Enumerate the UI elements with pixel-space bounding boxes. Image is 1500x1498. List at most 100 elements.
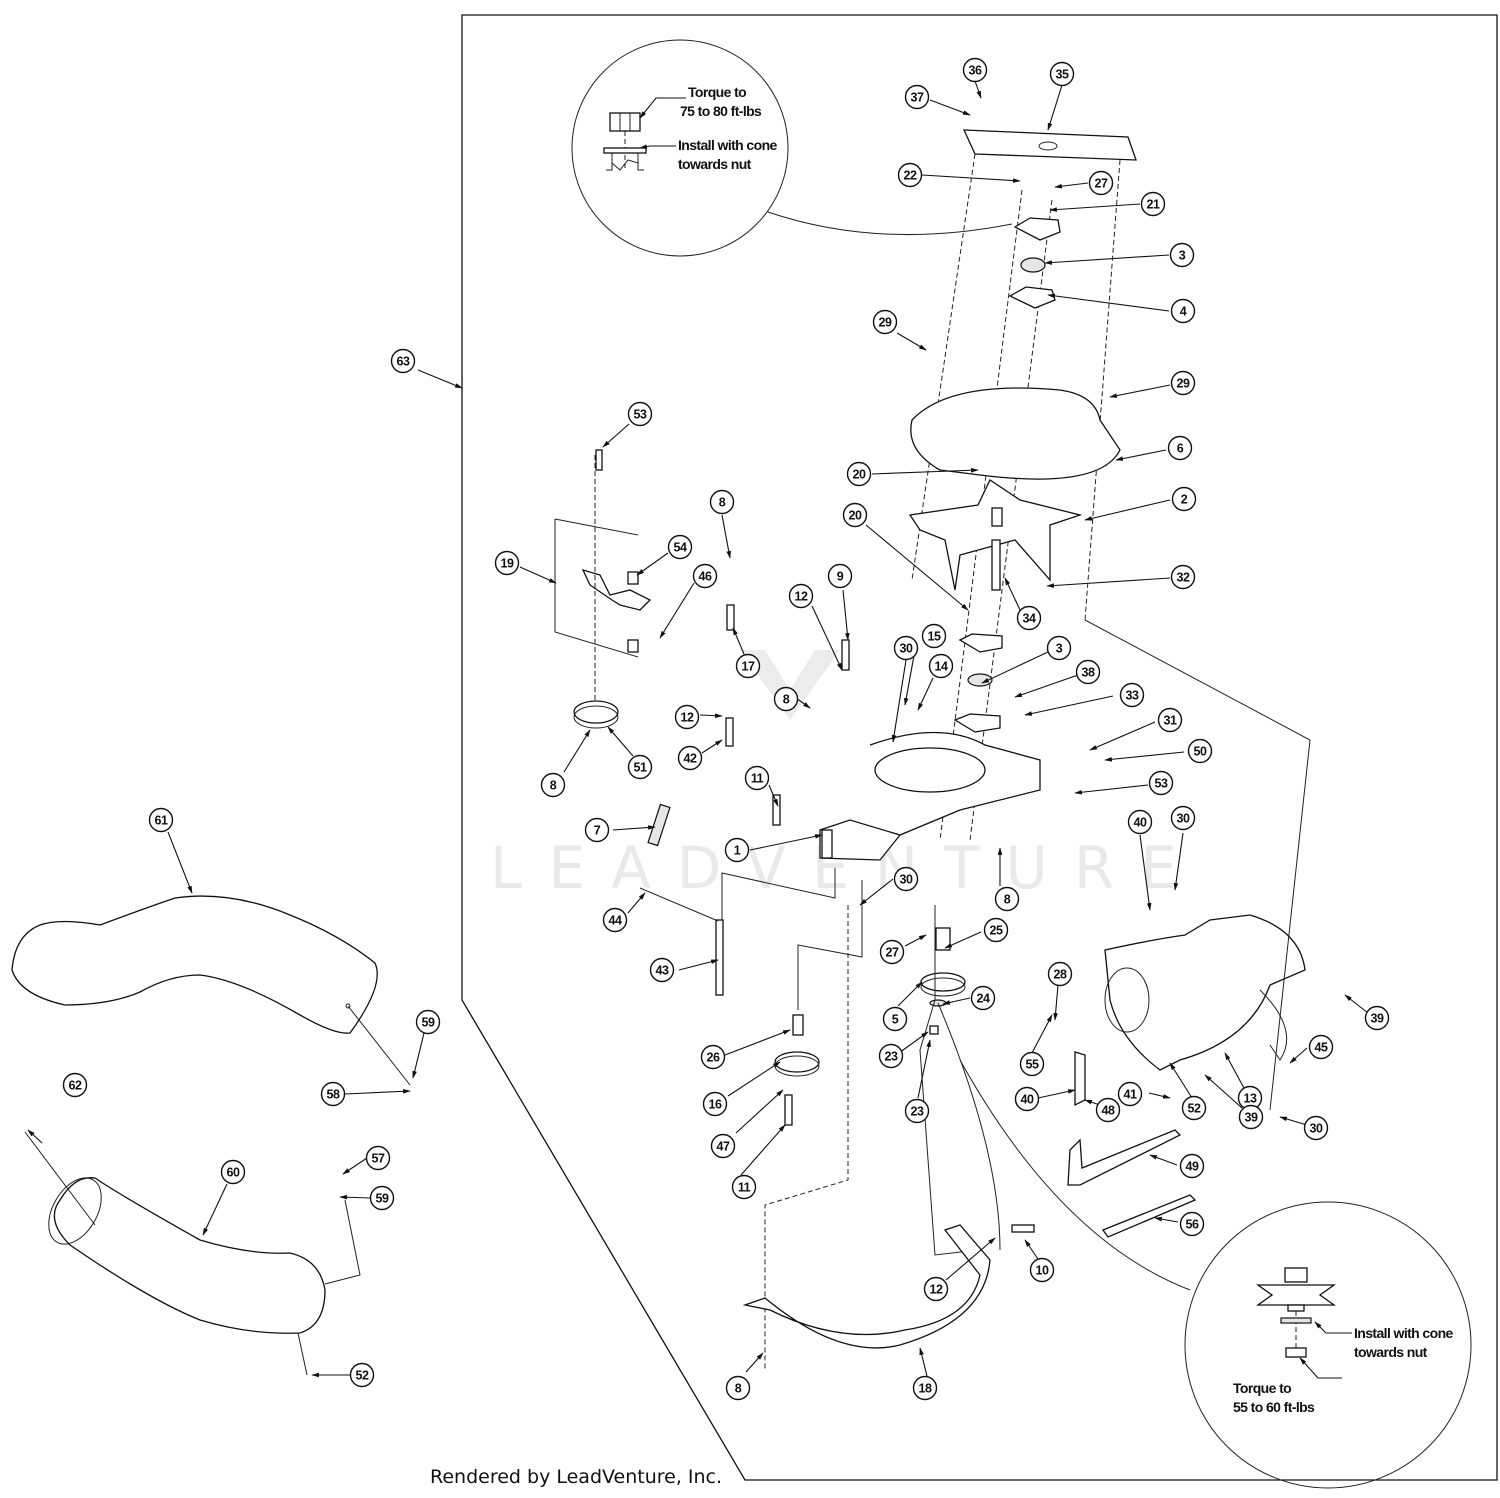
callout-1: 1 [724, 837, 750, 863]
callout-number: 8 [783, 693, 790, 707]
callout-circle [1148, 770, 1174, 796]
callout-number: 53 [634, 408, 647, 422]
callout-circle [725, 1375, 751, 1401]
callout-circle [897, 162, 923, 188]
callout-number: 53 [1155, 777, 1168, 791]
callout-circle [1046, 635, 1072, 661]
callout-number: 30 [1177, 812, 1190, 826]
callout-number: 30 [1310, 1122, 1323, 1136]
callout-number: 47 [717, 1140, 730, 1154]
callout-circle [349, 1362, 375, 1388]
callout-28: 28 [1047, 961, 1073, 987]
callout-number: 8 [735, 1382, 742, 1396]
callout-60: 60 [220, 1159, 246, 1185]
part-61-chute-deflector [11, 895, 378, 1034]
part-7-spring [647, 803, 671, 847]
callout-6: 6 [1167, 435, 1193, 461]
callout-number: 8 [719, 496, 726, 510]
callout-circle [846, 461, 872, 487]
part-1-bracket [819, 731, 1041, 861]
callout-circle [674, 704, 700, 730]
callout-circle [494, 550, 520, 576]
callout-leaders [27, 80, 1369, 1378]
callout-53: 53 [627, 401, 653, 427]
detail-circle-bottom: Install with cone towards nut Torque to … [959, 1059, 1472, 1489]
callout-19: 19 [494, 550, 520, 576]
callout-circle [970, 985, 996, 1011]
callout-circle [912, 1375, 938, 1401]
callout-7: 7 [584, 817, 610, 843]
callout-3: 3 [1046, 635, 1072, 661]
callout-circle [1019, 1051, 1045, 1077]
callout-number: 22 [904, 169, 917, 183]
part-13-chute [1104, 914, 1306, 1071]
part-16-pulley [774, 1051, 820, 1073]
callout-number: 31 [1164, 714, 1177, 728]
callout-27: 27 [1088, 170, 1114, 196]
callout-circle [735, 653, 761, 679]
callout-number: 27 [886, 946, 899, 960]
top-torque-line1: Torque to [688, 84, 746, 100]
callout-number: 11 [738, 1181, 751, 1195]
callout-29: 29 [1170, 370, 1196, 396]
callout-circle [602, 907, 628, 933]
callout-44: 44 [602, 907, 628, 933]
callout-59: 59 [369, 1185, 395, 1211]
callout-number: 33 [1126, 689, 1139, 703]
callout-10: 10 [1029, 1257, 1055, 1283]
callout-circle [1364, 1005, 1390, 1031]
callout-circle [1179, 1153, 1205, 1179]
callout-circle [773, 686, 799, 712]
callout-circle [667, 534, 693, 560]
callout-number: 29 [1177, 377, 1190, 391]
callout-46: 46 [692, 563, 718, 589]
callout-circle [702, 1091, 728, 1117]
bottom-torque-line1: Torque to [1233, 1380, 1291, 1396]
callout-8: 8 [709, 489, 735, 515]
callout-circle [1181, 1095, 1207, 1121]
callout-circle [1308, 1034, 1334, 1060]
callout-number: 39 [1245, 1111, 1258, 1125]
part-48-bracket [1074, 1051, 1086, 1107]
callout-circle [893, 866, 919, 892]
top-install-line2: towards nut [678, 156, 752, 172]
callout-24: 24 [970, 985, 996, 1011]
callout-circle [1170, 298, 1196, 324]
callout-number: 15 [928, 630, 941, 644]
callout-number: 17 [742, 660, 755, 674]
callout-circle [649, 957, 675, 983]
callout-circle [540, 772, 566, 798]
callout-30: 30 [1170, 805, 1196, 831]
callout-number: 62 [69, 1079, 82, 1093]
callout-circle [1095, 1097, 1121, 1123]
bottom-torque-line2: 55 to 60 ft-lbs [1233, 1399, 1315, 1415]
callout-circle [627, 754, 653, 780]
callout-number: 4 [1180, 305, 1187, 319]
callout-number: 54 [674, 541, 687, 555]
callout-number: 26 [707, 1051, 720, 1065]
callout-bubbles: 3637352227213429296202203234531954468179… [62, 57, 1390, 1401]
chute-parts [11, 895, 411, 1376]
callout-36: 36 [962, 57, 988, 83]
callout-circle [921, 623, 947, 649]
callout-62: 62 [62, 1072, 88, 1098]
part-21-flange [1013, 217, 1061, 241]
callout-number: 12 [795, 590, 808, 604]
callout-50: 50 [1187, 738, 1213, 764]
callout-40: 40 [1014, 1086, 1040, 1112]
callout-12: 12 [788, 583, 814, 609]
callout-number: 12 [681, 711, 694, 725]
callout-number: 34 [1023, 612, 1036, 626]
callout-23: 23 [904, 1098, 930, 1124]
callout-52: 52 [349, 1362, 375, 1388]
callout-41: 41 [1117, 1081, 1143, 1107]
callout-number: 27 [1095, 177, 1108, 191]
callout-circle [677, 745, 703, 771]
callout-number: 42 [684, 752, 697, 766]
callout-number: 2 [1181, 493, 1188, 507]
callout-number: 20 [849, 509, 862, 523]
callout-39: 39 [1364, 1005, 1390, 1031]
callout-number: 48 [1102, 1104, 1115, 1118]
callout-40: 40 [1127, 809, 1153, 835]
callout-20: 20 [846, 461, 872, 487]
